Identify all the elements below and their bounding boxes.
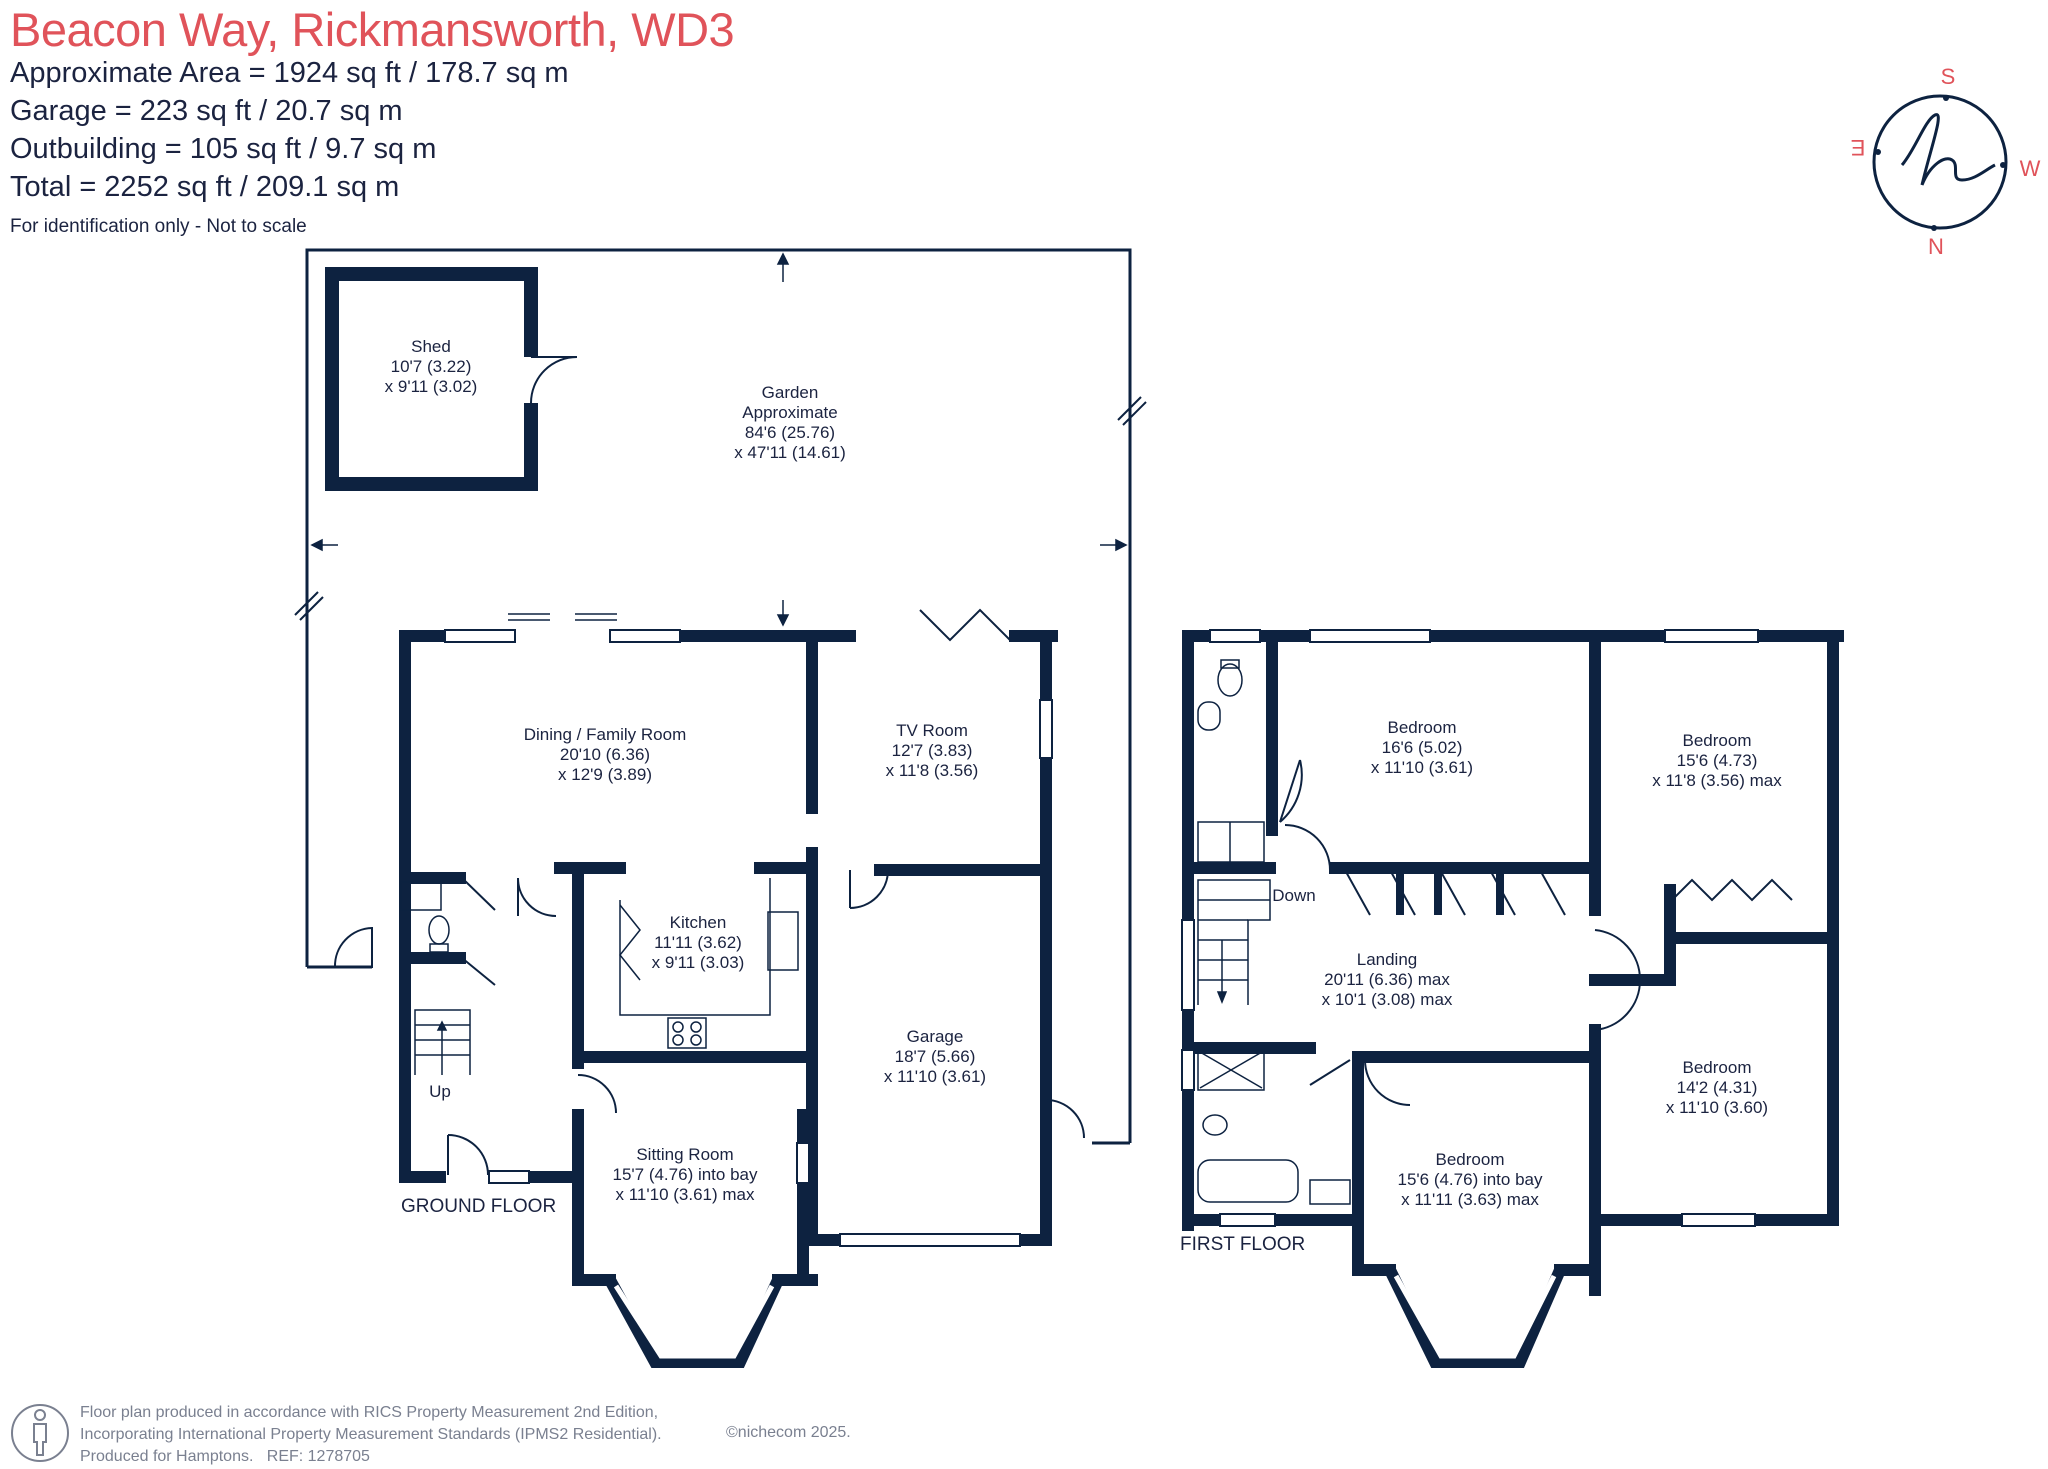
first-stairs-label: Down (1272, 886, 1315, 905)
area-garage: Garage = 223 sq ft / 20.7 sq m (10, 95, 403, 127)
sitting-room-bay (604, 1277, 784, 1368)
dining-dim2: x 12'9 (3.89) (558, 765, 652, 784)
footer-notes: Floor plan produced in accordance with R… (80, 1402, 662, 1468)
room-labels: Shed 10'7 (3.22) x 9'11 (3.02) Garden Ap… (385, 337, 1783, 1255)
garden-dim2: x 47'11 (14.61) (734, 443, 846, 462)
bedroom-bay (1384, 1267, 1566, 1368)
page-title: Beacon Way, Rickmansworth, WD3 (10, 3, 735, 56)
bedroom3-dim1: 14'2 (4.31) (1677, 1078, 1758, 1097)
sliding-door-indicators (508, 613, 617, 621)
sitting-room-name: Sitting Room (636, 1145, 733, 1164)
landing-dim2: x 10'1 (3.08) max (1322, 990, 1453, 1009)
identification-note: For identification only - Not to scale (10, 216, 307, 237)
copyright: ©nichecom 2025. (726, 1424, 851, 1441)
ground-stairs (414, 1009, 471, 1075)
compass-w: W (2020, 156, 2041, 181)
kitchen-dim1: 11'11 (3.62) (654, 933, 742, 952)
area-total: Total = 2252 sq ft / 209.1 sq m (10, 171, 400, 203)
bedroom2-dim1: 15'6 (4.73) (1677, 751, 1758, 770)
bedroom4-name: Bedroom (1436, 1150, 1505, 1169)
shed-name: Shed (411, 337, 451, 356)
first-floor-stairs (1197, 879, 1271, 1005)
bedroom4-dim2: x 11'11 (3.63) max (1401, 1190, 1539, 1209)
first-floor-bathroom-fittings (1197, 659, 1351, 1205)
compass-n: N (1928, 234, 1944, 259)
sitting-room-dim2: x 11'10 (3.61) max (616, 1185, 755, 1204)
sitting-room-dim1: 15'7 (4.76) into bay (612, 1165, 758, 1184)
garden-arrows (310, 252, 1128, 627)
garden-name: Garden (762, 383, 819, 402)
bedroom2-name: Bedroom (1683, 731, 1752, 750)
garage-dim2: x 11'10 (3.61) (884, 1067, 986, 1086)
garden-dim1: 84'6 (25.76) (745, 423, 835, 442)
bedroom1-name: Bedroom (1388, 718, 1457, 737)
kitchen-fittings (619, 878, 799, 1049)
first-floor-windows (1181, 629, 1759, 1227)
bedroom1-dim2: x 11'10 (3.61) (1371, 758, 1473, 777)
garden-sub: Approximate (742, 403, 837, 422)
bedroom1-dim1: 16'6 (5.02) (1382, 738, 1463, 757)
ground-floor-doors (333, 608, 1085, 1176)
bedroom3-dim2: x 11'10 (3.60) (1666, 1098, 1768, 1117)
footer-produced: Produced for Hamptons. (80, 1448, 254, 1465)
ground-floor-label: GROUND FLOOR (401, 1196, 556, 1217)
tv-room-dim2: x 11'8 (3.56) (886, 761, 979, 780)
garage-dim1: 18'7 (5.66) (895, 1047, 976, 1066)
landing-dim1: 20'11 (6.36) max (1324, 970, 1450, 989)
person-icon (11, 1404, 69, 1462)
ground-floor-windows (444, 629, 1053, 1247)
footer-ref: REF: 1278705 (266, 1448, 370, 1465)
tv-room-dim1: 12'7 (3.83) (892, 741, 973, 760)
shed-walls (325, 267, 578, 491)
shed-dim1: 10'7 (3.22) (391, 357, 472, 376)
area-approximate: Approximate Area = 1924 sq ft / 178.7 sq… (10, 57, 569, 89)
footer-line3: Produced for Hamptons. REF: 1278705 (80, 1446, 662, 1468)
bedroom3-name: Bedroom (1683, 1058, 1752, 1077)
dining-name: Dining / Family Room (524, 725, 687, 744)
shed-dim2: x 9'11 (3.02) (385, 377, 478, 396)
wardrobe-dividers (1396, 868, 1504, 915)
kitchen-dim2: x 9'11 (3.03) (652, 953, 745, 972)
garage-name: Garage (907, 1027, 964, 1046)
compass: S W N E (1851, 64, 2041, 259)
bedroom2-dim2: x 11'8 (3.56) max (1652, 771, 1782, 790)
bedroom4-dim1: 15'6 (4.76) into bay (1397, 1170, 1543, 1189)
tv-room-name: TV Room (896, 721, 968, 740)
ground-wc-fittings (400, 881, 450, 953)
ground-stairs-label: Up (429, 1082, 451, 1101)
dining-dim1: 20'10 (6.36) (560, 745, 650, 764)
compass-s: S (1941, 64, 1956, 89)
brand-logo-icon (1900, 113, 1996, 186)
footer-line2: Incorporating International Property Mea… (80, 1426, 662, 1443)
compass-e: E (1851, 135, 1866, 160)
area-outbuilding: Outbuilding = 105 sq ft / 9.7 sq m (10, 133, 437, 165)
kitchen-name: Kitchen (670, 913, 727, 932)
first-floor-label: FIRST FLOOR (1180, 1234, 1305, 1255)
landing-name: Landing (1357, 950, 1418, 969)
footer-line1: Floor plan produced in accordance with R… (80, 1404, 659, 1421)
